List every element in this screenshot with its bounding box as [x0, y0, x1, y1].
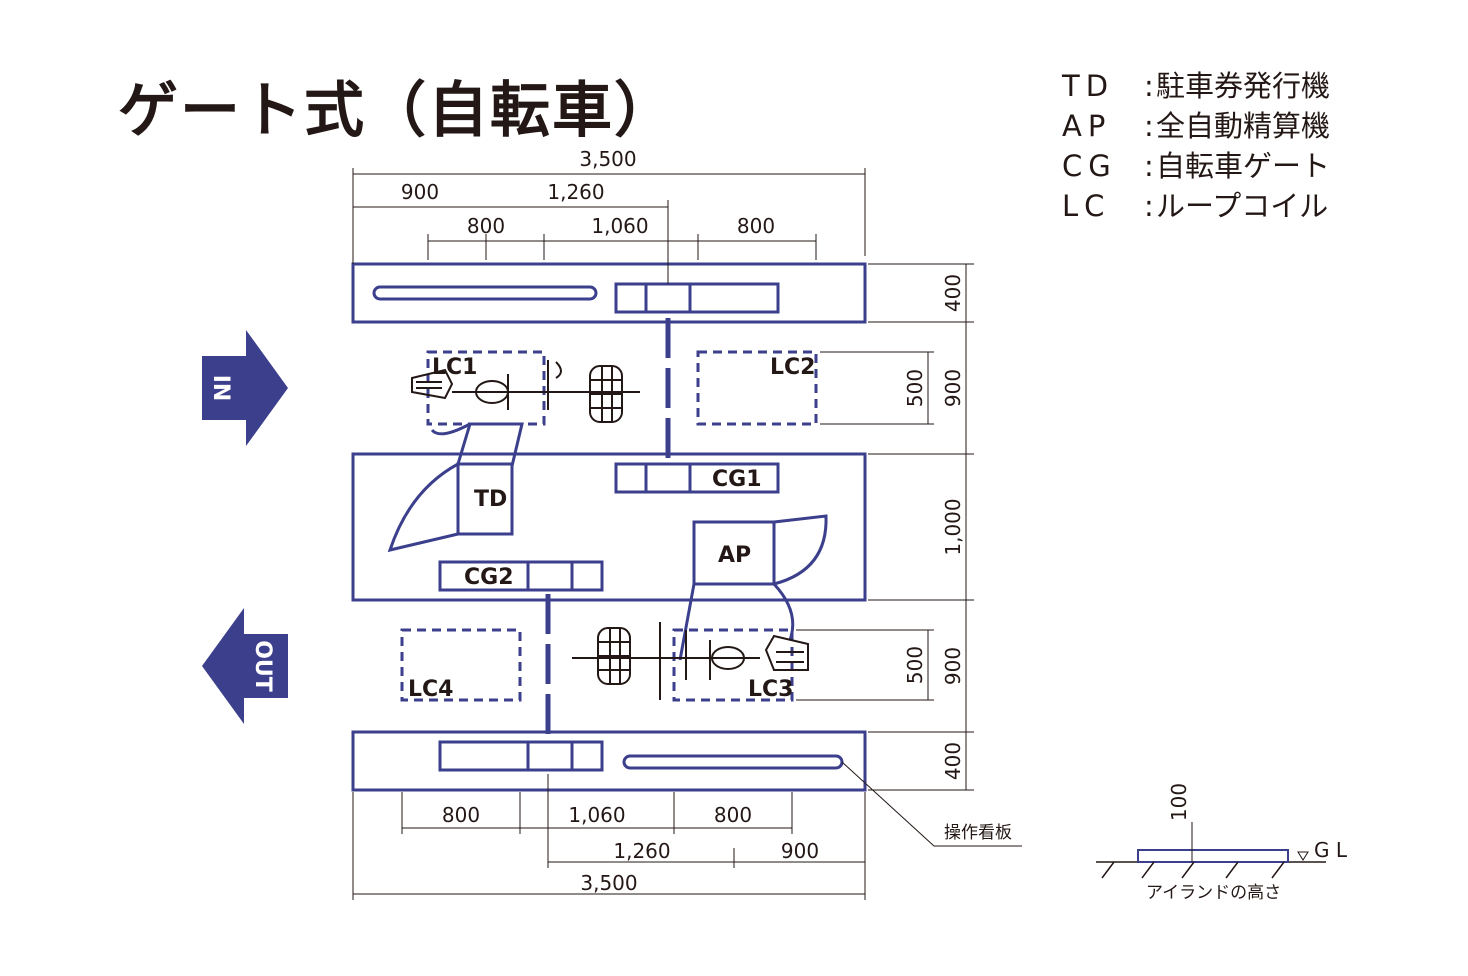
td-door	[456, 422, 524, 467]
dim-top-800b: 800	[737, 214, 775, 238]
legend-code: LC	[1062, 189, 1111, 223]
dim-bottom-800b: 800	[714, 803, 752, 827]
loop-coil-lc3	[672, 628, 794, 702]
gate-box	[438, 740, 604, 772]
legend-code: CG	[1062, 149, 1117, 183]
dim-right-1000: 1,000	[941, 498, 965, 555]
dim-right-900a: 900	[941, 369, 965, 407]
island-bottom	[351, 730, 867, 792]
label-ap: AP	[718, 543, 751, 568]
in-arrow	[202, 330, 288, 446]
loop-coil-lc4	[400, 628, 522, 702]
legend-code: TD	[1062, 69, 1115, 103]
legend-name: ループコイル	[1156, 189, 1329, 223]
dim-bottom-1060: 1,060	[568, 803, 625, 827]
ap-door	[678, 582, 795, 661]
legend-item-td: TD:駐車券発行機	[1062, 66, 1330, 106]
legend: TD:駐車券発行機 AP:全自動精算機 CG:自転車ゲート LC:ループコイル	[1062, 66, 1330, 226]
bicycle-top	[411, 360, 640, 423]
section-height: 100	[1167, 783, 1191, 821]
dim-top-total: 3,500	[579, 147, 636, 171]
panel-label: 操作看板	[944, 823, 1012, 843]
dim-right-900b: 900	[941, 647, 965, 685]
section-caption: アイランドの高さ	[1146, 883, 1281, 903]
legend-code: AP	[1062, 109, 1112, 143]
bicycle-bottom	[572, 622, 809, 700]
dim-right-400a: 400	[941, 274, 965, 312]
dim-bottom-900: 900	[781, 839, 819, 863]
dim-bottom-800a: 800	[442, 803, 480, 827]
dim-top-1260: 1,260	[547, 180, 604, 204]
ap-machine	[692, 520, 776, 586]
island-height-section	[1096, 822, 1326, 879]
label-lc2: LC2	[770, 355, 815, 380]
section-gl: G L	[1314, 838, 1348, 862]
dim-bottom-total: 3,500	[580, 871, 637, 895]
label-cg2: CG2	[464, 565, 514, 590]
island-top	[351, 262, 867, 324]
gate-box	[438, 560, 604, 592]
ap-door-swing	[773, 514, 828, 586]
label-lc4: LC4	[408, 677, 453, 702]
legend-name: 全自動精算機	[1156, 109, 1331, 143]
gate-box	[614, 462, 780, 494]
legend-name: 自転車ゲート	[1156, 149, 1331, 183]
out-arrow	[202, 608, 288, 724]
legend-item-cg: CG:自転車ゲート	[1062, 146, 1330, 186]
operation-panel-slot	[622, 754, 844, 770]
label-lc3: LC3	[748, 677, 793, 702]
dim-bottom-1260: 1,260	[613, 839, 670, 863]
island-middle	[351, 452, 867, 602]
in-arrow-label: IN	[208, 375, 233, 402]
page-title: ゲート式（自転車）	[118, 76, 676, 146]
label-lc1: LC1	[432, 355, 477, 380]
dim-top-800a: 800	[467, 214, 505, 238]
legend-item-ap: AP:全自動精算機	[1062, 106, 1330, 146]
out-arrow-label: OUT	[250, 640, 275, 692]
dim-right-500b: 500	[903, 646, 927, 684]
operation-panel-slot	[372, 285, 598, 301]
dim-right-500a: 500	[903, 369, 927, 407]
label-cg1: CG1	[712, 467, 762, 492]
loop-coil-lc2	[696, 350, 818, 426]
dim-right-400b: 400	[941, 742, 965, 780]
panel-leader-line	[841, 761, 1022, 847]
legend-name: 駐車券発行機	[1156, 69, 1331, 103]
td-door-swing	[387, 462, 459, 553]
dim-top-900: 900	[401, 180, 439, 204]
gate-box	[614, 282, 780, 314]
label-td: TD	[474, 487, 507, 512]
dim-top-1060: 1,060	[591, 214, 648, 238]
td-machine	[456, 462, 514, 536]
legend-item-lc: LC:ループコイル	[1062, 186, 1330, 226]
